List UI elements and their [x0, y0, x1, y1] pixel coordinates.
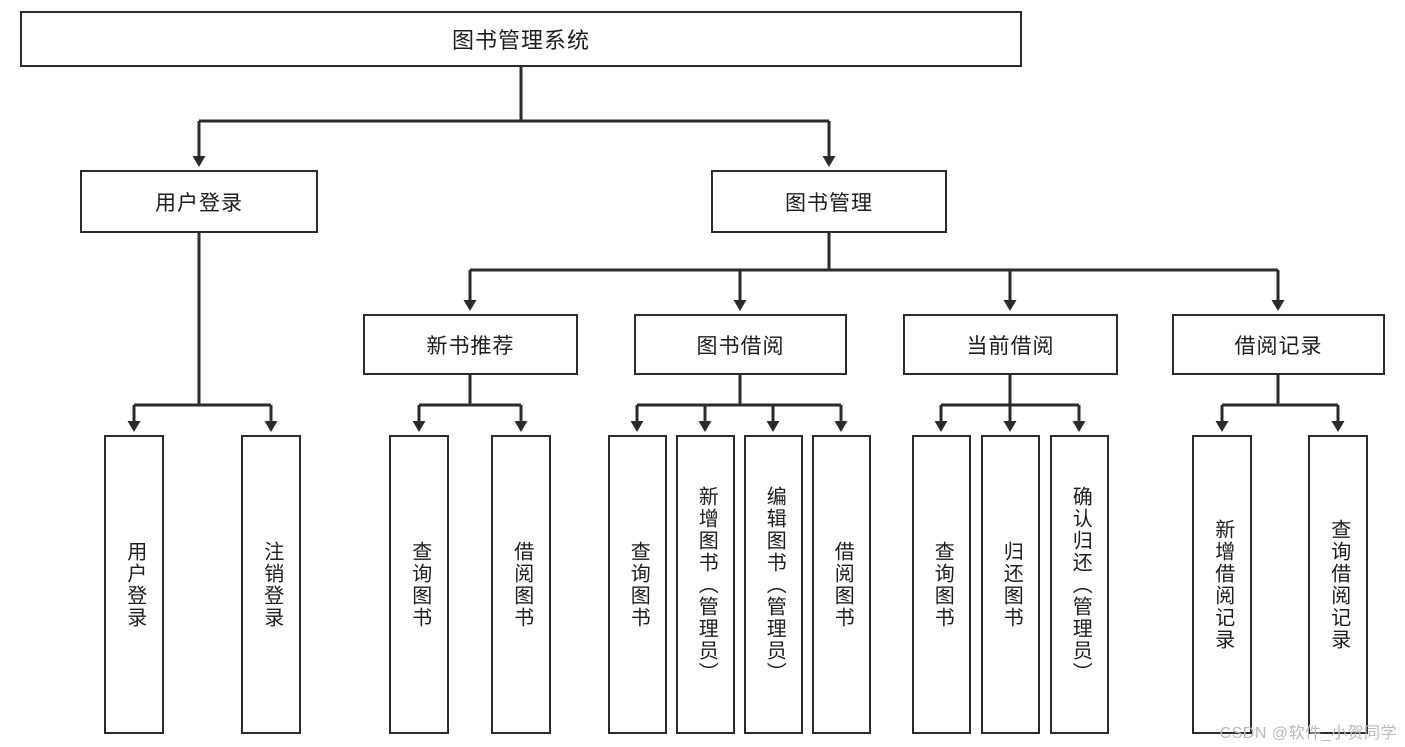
leaf-borrow-add-book[interactable]: 新增图书（管理员）	[676, 435, 735, 734]
node-label: 当前借阅	[966, 334, 1055, 358]
node-borrow-record[interactable]: 借阅记录	[1172, 314, 1385, 375]
node-label: 图书管理系统	[451, 28, 590, 53]
node-label: 归还图书	[1000, 540, 1023, 629]
leaf-recommend-borrow-book[interactable]: 借阅图书	[491, 435, 551, 734]
leaf-current-confirm-return[interactable]: 确认归还（管理员）	[1050, 435, 1109, 734]
node-current-borrow[interactable]: 当前借阅	[903, 314, 1118, 375]
node-label: 新增图书（管理员）	[695, 485, 718, 684]
node-label: 新书推荐	[426, 334, 515, 358]
leaf-user-login-logout[interactable]: 注销登录	[241, 435, 301, 734]
node-label: 图书借阅	[696, 334, 785, 358]
watermark: CSDN @软件_小贺同学	[1219, 725, 1397, 742]
node-label: 图书管理	[785, 191, 873, 215]
node-label: 借阅记录	[1234, 334, 1323, 358]
leaf-borrow-borrow-book[interactable]: 借阅图书	[812, 435, 871, 734]
leaf-borrow-edit-book[interactable]: 编辑图书（管理员）	[744, 435, 803, 734]
node-label: 查询图书	[408, 540, 431, 629]
leaf-current-query-book[interactable]: 查询图书	[912, 435, 971, 734]
leaf-borrow-query-book[interactable]: 查询图书	[608, 435, 667, 734]
node-label: 注销登录	[260, 540, 283, 629]
node-root-system[interactable]: 图书管理系统	[20, 11, 1022, 67]
node-label: 确认归还（管理员）	[1069, 485, 1092, 684]
leaf-recommend-query-book[interactable]: 查询图书	[389, 435, 449, 734]
leaf-current-return-book[interactable]: 归还图书	[981, 435, 1040, 734]
leaf-user-login-login[interactable]: 用户登录	[104, 435, 164, 734]
node-label: 借阅图书	[510, 540, 533, 629]
node-label: 用户登录	[155, 191, 243, 215]
node-label: 查询图书	[931, 540, 954, 629]
node-label: 编辑图书（管理员）	[763, 485, 786, 684]
node-label: 新增借阅记录	[1211, 518, 1234, 651]
leaf-record-add-record[interactable]: 新增借阅记录	[1192, 435, 1252, 734]
node-book-management[interactable]: 图书管理	[711, 170, 947, 233]
node-new-book-recommend[interactable]: 新书推荐	[363, 314, 578, 375]
node-book-borrow[interactable]: 图书借阅	[634, 314, 847, 375]
node-label: 查询借阅记录	[1327, 518, 1350, 651]
leaf-record-query-record[interactable]: 查询借阅记录	[1308, 435, 1368, 734]
node-label: 查询图书	[627, 540, 650, 629]
node-label: 用户登录	[123, 540, 146, 629]
node-user-login[interactable]: 用户登录	[80, 170, 318, 233]
node-label: 借阅图书	[831, 540, 854, 629]
